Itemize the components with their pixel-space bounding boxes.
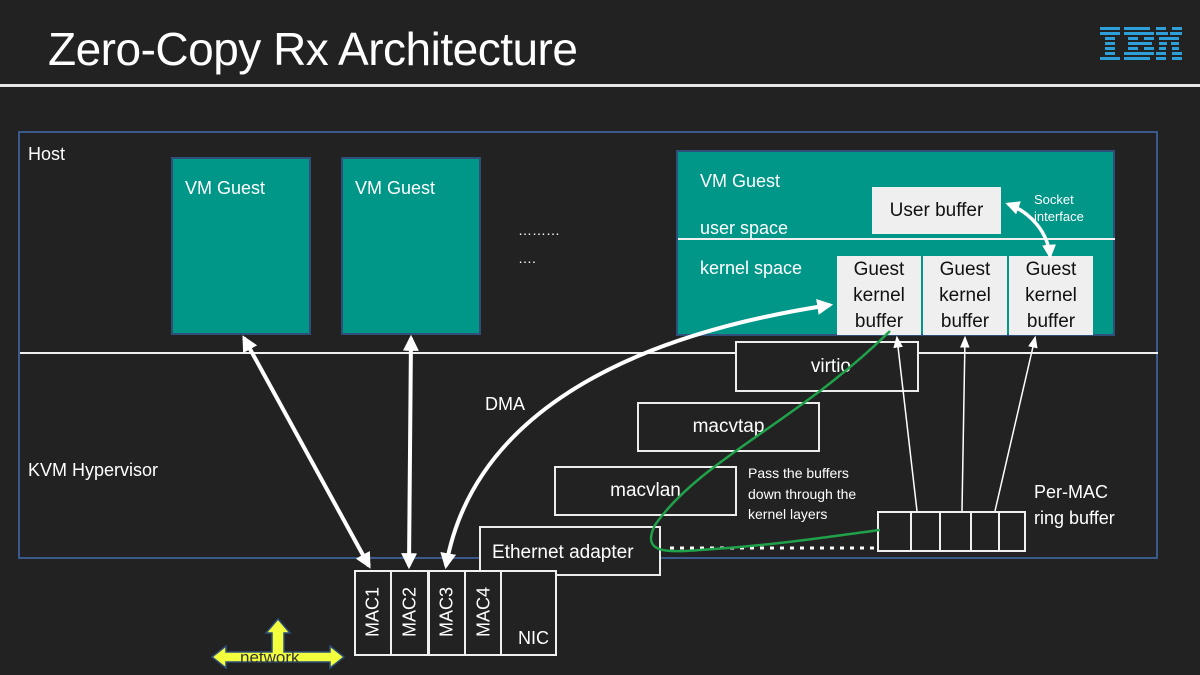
ring-slot-divider: [910, 513, 912, 550]
slide-title: Zero-Copy Rx Architecture: [48, 23, 578, 75]
vm2-mac2-arrow: [401, 334, 419, 570]
user-kernel-divider: [678, 238, 1115, 240]
kvm-hypervisor-label: KVM Hypervisor: [28, 460, 159, 480]
user-buffer-label: User buffer: [889, 200, 984, 221]
ring-slot-divider: [970, 513, 972, 550]
host-label: Host: [28, 144, 66, 164]
guest-kernel-buffer-1-label: Guest kernel buffer: [853, 259, 905, 332]
vm-guest-3-label: VM Guest: [700, 171, 781, 191]
vm-guest-1-label: VM Guest: [185, 178, 266, 198]
mac4-port[interactable]: [464, 570, 502, 656]
ring-slot-divider: [998, 513, 1000, 550]
title-divider: [0, 84, 1200, 87]
dma-arrow: [440, 299, 834, 570]
network-label: network: [240, 648, 300, 667]
nic[interactable]: [354, 570, 557, 656]
user-buffer[interactable]: User buffer: [872, 187, 1001, 234]
vm-guest-1[interactable]: [171, 157, 311, 335]
nic-label: NIC: [518, 628, 549, 648]
user-space-label: user space: [700, 218, 789, 238]
guest-kernel-buffer-3-label: Guest kernel buffer: [1025, 259, 1077, 332]
network-arrow-icon: [210, 617, 346, 670]
guest-kernel-buffer-2-label: Guest kernel buffer: [939, 259, 991, 332]
buffer-pass-path: [649, 330, 891, 553]
ring-to-buffer-1-line: [893, 335, 918, 512]
vm1-mac1-arrow: [242, 335, 371, 569]
ellipsis-line-1: ………: [518, 222, 560, 238]
vm-guest-2-label: VM Guest: [355, 178, 436, 198]
ellipsis-line-2: ….: [518, 250, 536, 266]
guest-kernel-buffer-2[interactable]: Guest kernel buffer: [923, 256, 1007, 335]
ibm-logo-icon: [1100, 27, 1182, 60]
socket-interface-arrow: [1005, 201, 1057, 259]
guest-kernel-buffer-1[interactable]: Guest kernel buffer: [837, 256, 921, 335]
guest-kernel-buffer-3[interactable]: Guest kernel buffer: [1009, 256, 1093, 335]
ring-slot-divider: [939, 513, 941, 550]
ring-to-buffer-2-line: [960, 335, 970, 512]
ring-buffer-label: Per-MAC ring buffer: [1034, 482, 1115, 528]
kernel-space-label: kernel space: [700, 258, 803, 278]
ring-to-buffer-3-line: [994, 335, 1038, 512]
